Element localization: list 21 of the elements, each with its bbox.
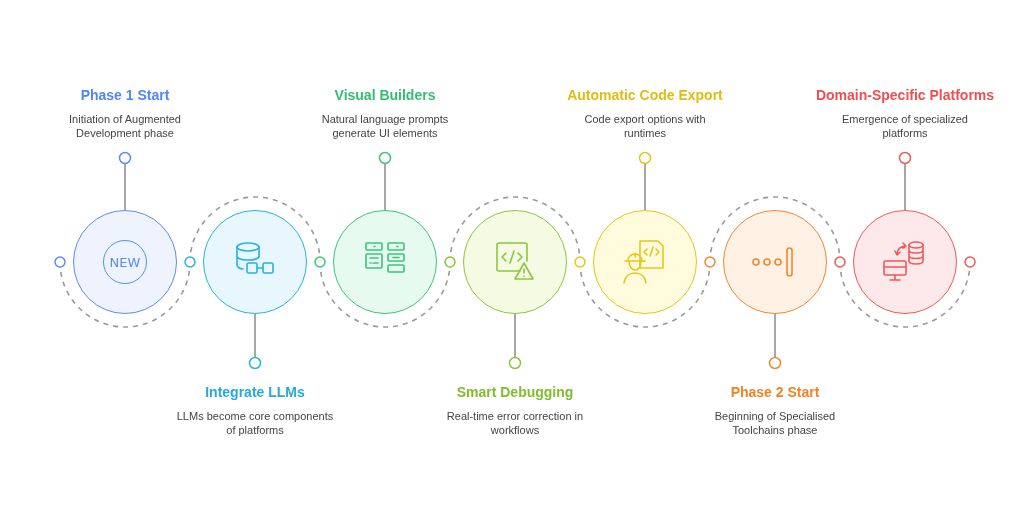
connector-line: [508, 313, 522, 370]
connector-line: [118, 151, 132, 211]
milestone-description: LLMs become core components of platforms: [175, 409, 335, 437]
connector-line: [768, 313, 782, 370]
milestone-title: Visual Builders: [334, 86, 436, 104]
milestone-title: Automatic Code Export: [567, 86, 723, 104]
milestone-title: Smart Debugging: [456, 383, 574, 401]
milestone-description: Emergence of specialized platforms: [841, 112, 969, 140]
milestone-description: Beginning of Specialised Toolchains phase: [713, 409, 837, 437]
milestone-title: Integrate LLMs: [205, 383, 305, 401]
connector-line: [898, 151, 912, 211]
milestone-description: Real-time error correction in workflows: [445, 409, 585, 437]
connector-line: [248, 313, 262, 370]
connector-line: [378, 151, 392, 211]
milestone-title: Domain-Specific Platforms: [815, 86, 995, 104]
milestone-title: Phase 2 Start: [730, 383, 820, 401]
milestone-description: Initiation of Augmented Development phase: [68, 112, 182, 140]
milestone-description: Natural language prompts generate UI elements: [320, 112, 450, 140]
milestone-title: Phase 1 Start: [80, 86, 170, 104]
connector-line: [638, 151, 652, 211]
milestone-description: Code export options with runtimes: [583, 112, 707, 140]
